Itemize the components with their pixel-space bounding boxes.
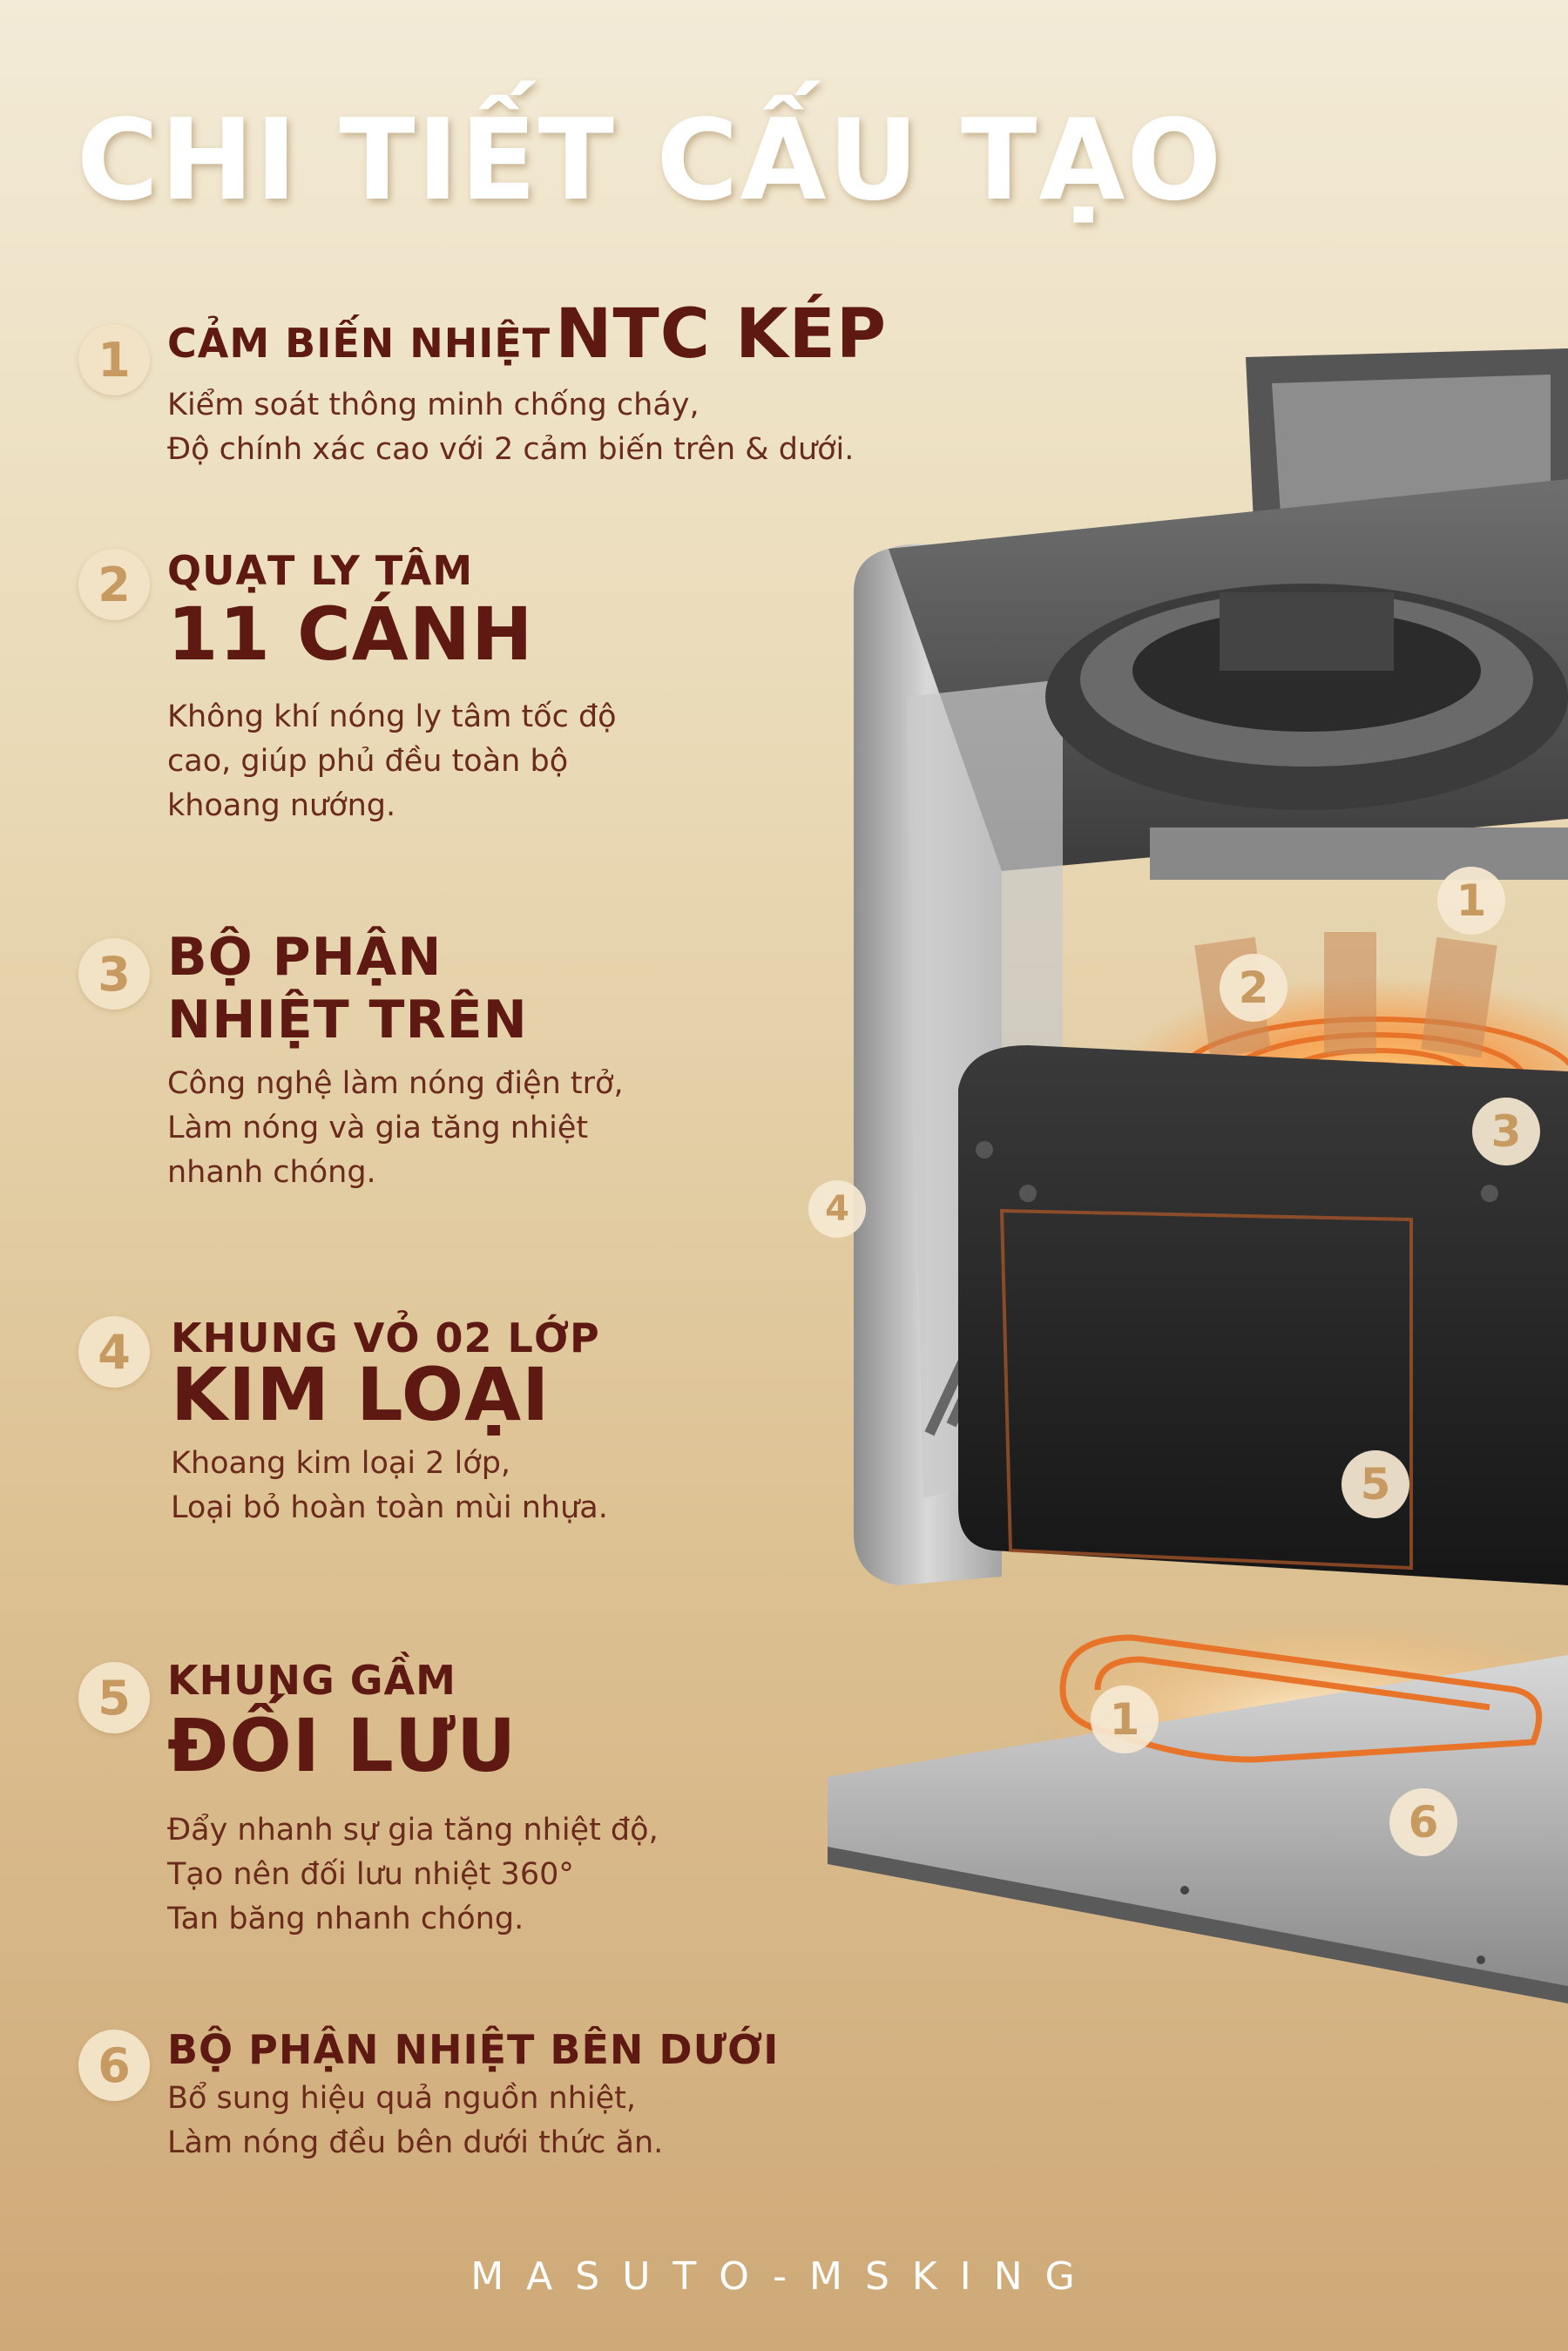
feature-2-desc-line: cao, giúp phủ đều toàn bộ [167, 743, 569, 779]
basket-rivet [1481, 1185, 1498, 1202]
feature-5-desc-line: Tạo nên đối lưu nhiệt 360° [167, 1856, 574, 1892]
feature-5-desc: Đẩy nhanh sự gia tăng nhiệt độ, Tạo nên … [167, 1808, 659, 1941]
feature-4-label-big: KIM LOẠI [171, 1352, 551, 1437]
product-cutaway-illustration: 1 2 3 4 5 1 6 [767, 331, 1568, 2056]
feature-5-label-big: ĐỐI LƯU [167, 1703, 517, 1788]
basket-inner-frame [999, 1208, 1413, 1571]
motor-body [1220, 592, 1394, 671]
feature-2-desc-line: khoang nướng. [167, 787, 396, 823]
tray-screw [1477, 1956, 1485, 1964]
marker-4: 4 [808, 1180, 866, 1238]
brand-footer: MASUTO-MSKING [470, 2254, 1098, 2299]
feature-5-desc-line: Tan băng nhanh chóng. [167, 1901, 524, 1936]
feature-1-label-small: CẢM BIẾN NHIỆT [167, 320, 551, 367]
feature-6-desc-line: Làm nóng đều bên dưới thức ăn. [167, 2125, 664, 2160]
feature-2-desc: Không khí nóng ly tâm tốc độ cao, giúp p… [167, 695, 617, 828]
feature-2-desc-line: Không khí nóng ly tâm tốc độ [167, 699, 617, 734]
feature-5-desc-line: Đẩy nhanh sự gia tăng nhiệt độ, [167, 1813, 659, 1848]
feature-6-badge: 6 [78, 2030, 150, 2101]
fan-plate [1150, 828, 1568, 880]
feature-2-label-big: 11 CÁNH [167, 591, 534, 677]
basket-rivet [976, 1141, 993, 1159]
feature-1-label-big: NTC KÉP [555, 295, 888, 374]
marker-3: 3 [1472, 1098, 1540, 1165]
tray-screw [1180, 1886, 1189, 1895]
page-title: CHI TIẾT CẤU TẠO [77, 96, 1224, 226]
marker-1-top: 1 [1437, 867, 1505, 935]
feature-6-label-small: BỘ PHẬN NHIỆT BÊN DƯỚI [167, 2026, 780, 2073]
feature-1-desc-line: Kiểm soát thông minh chống cháy, [167, 388, 700, 422]
marker-2: 2 [1220, 954, 1288, 1022]
feature-1-badge: 1 [78, 324, 150, 395]
feature-4-desc-line: Loại bỏ hoàn toàn mùi nhựa. [171, 1490, 608, 1525]
feature-2-label-small: QUẠT LY TÂM [167, 547, 474, 594]
feature-6-desc: Bổ sung hiệu quả nguồn nhiệt, Làm nóng đ… [167, 2077, 663, 2165]
cooking-basket [958, 1045, 1568, 1585]
feature-1-desc: Kiểm soát thông minh chống cháy, Độ chín… [167, 383, 854, 472]
feature-3-label-line1: BỘ PHẬN [167, 927, 443, 988]
feature-3-desc-line: nhanh chóng. [167, 1154, 376, 1190]
feature-4-badge: 4 [78, 1316, 150, 1388]
marker-6: 6 [1389, 1788, 1457, 1856]
top-lid-inner [1272, 375, 1551, 514]
feature-3-desc: Công nghệ làm nóng điện trở, Làm nóng và… [167, 1062, 624, 1194]
feature-3-label-line2: NHIỆT TRÊN [167, 990, 528, 1051]
feature-5-label-small: KHUNG GẦM [167, 1657, 456, 1704]
marker-1-bottom: 1 [1091, 1686, 1159, 1753]
feature-1-desc-line: Độ chính xác cao với 2 cảm biến trên & d… [167, 431, 855, 467]
feature-4-desc-line: Khoang kim loại 2 lớp, [171, 1446, 511, 1481]
marker-5: 5 [1342, 1450, 1409, 1518]
basket-rivet [1019, 1185, 1037, 1202]
fan-blades [1194, 932, 1497, 1058]
feature-3-badge: 3 [78, 938, 150, 1010]
bottom-tray [828, 1655, 1568, 1986]
bottom-tray-edge [828, 1847, 1568, 2003]
feature-4-desc: Khoang kim loại 2 lớp, Loại bỏ hoàn toàn… [171, 1442, 608, 1530]
feature-2-badge: 2 [78, 549, 150, 620]
feature-3-desc-line: Làm nóng và gia tăng nhiệt [167, 1110, 589, 1145]
air-fryer-oven-graphic [828, 348, 1568, 2003]
feature-4-label-small: KHUNG VỎ 02 LỚP [171, 1314, 600, 1361]
feature-3-desc-line: Công nghệ làm nóng điện trở, [167, 1066, 624, 1101]
feature-6-desc-line: Bổ sung hiệu quả nguồn nhiệt, [167, 2081, 636, 2116]
feature-5-badge: 5 [78, 1662, 150, 1733]
